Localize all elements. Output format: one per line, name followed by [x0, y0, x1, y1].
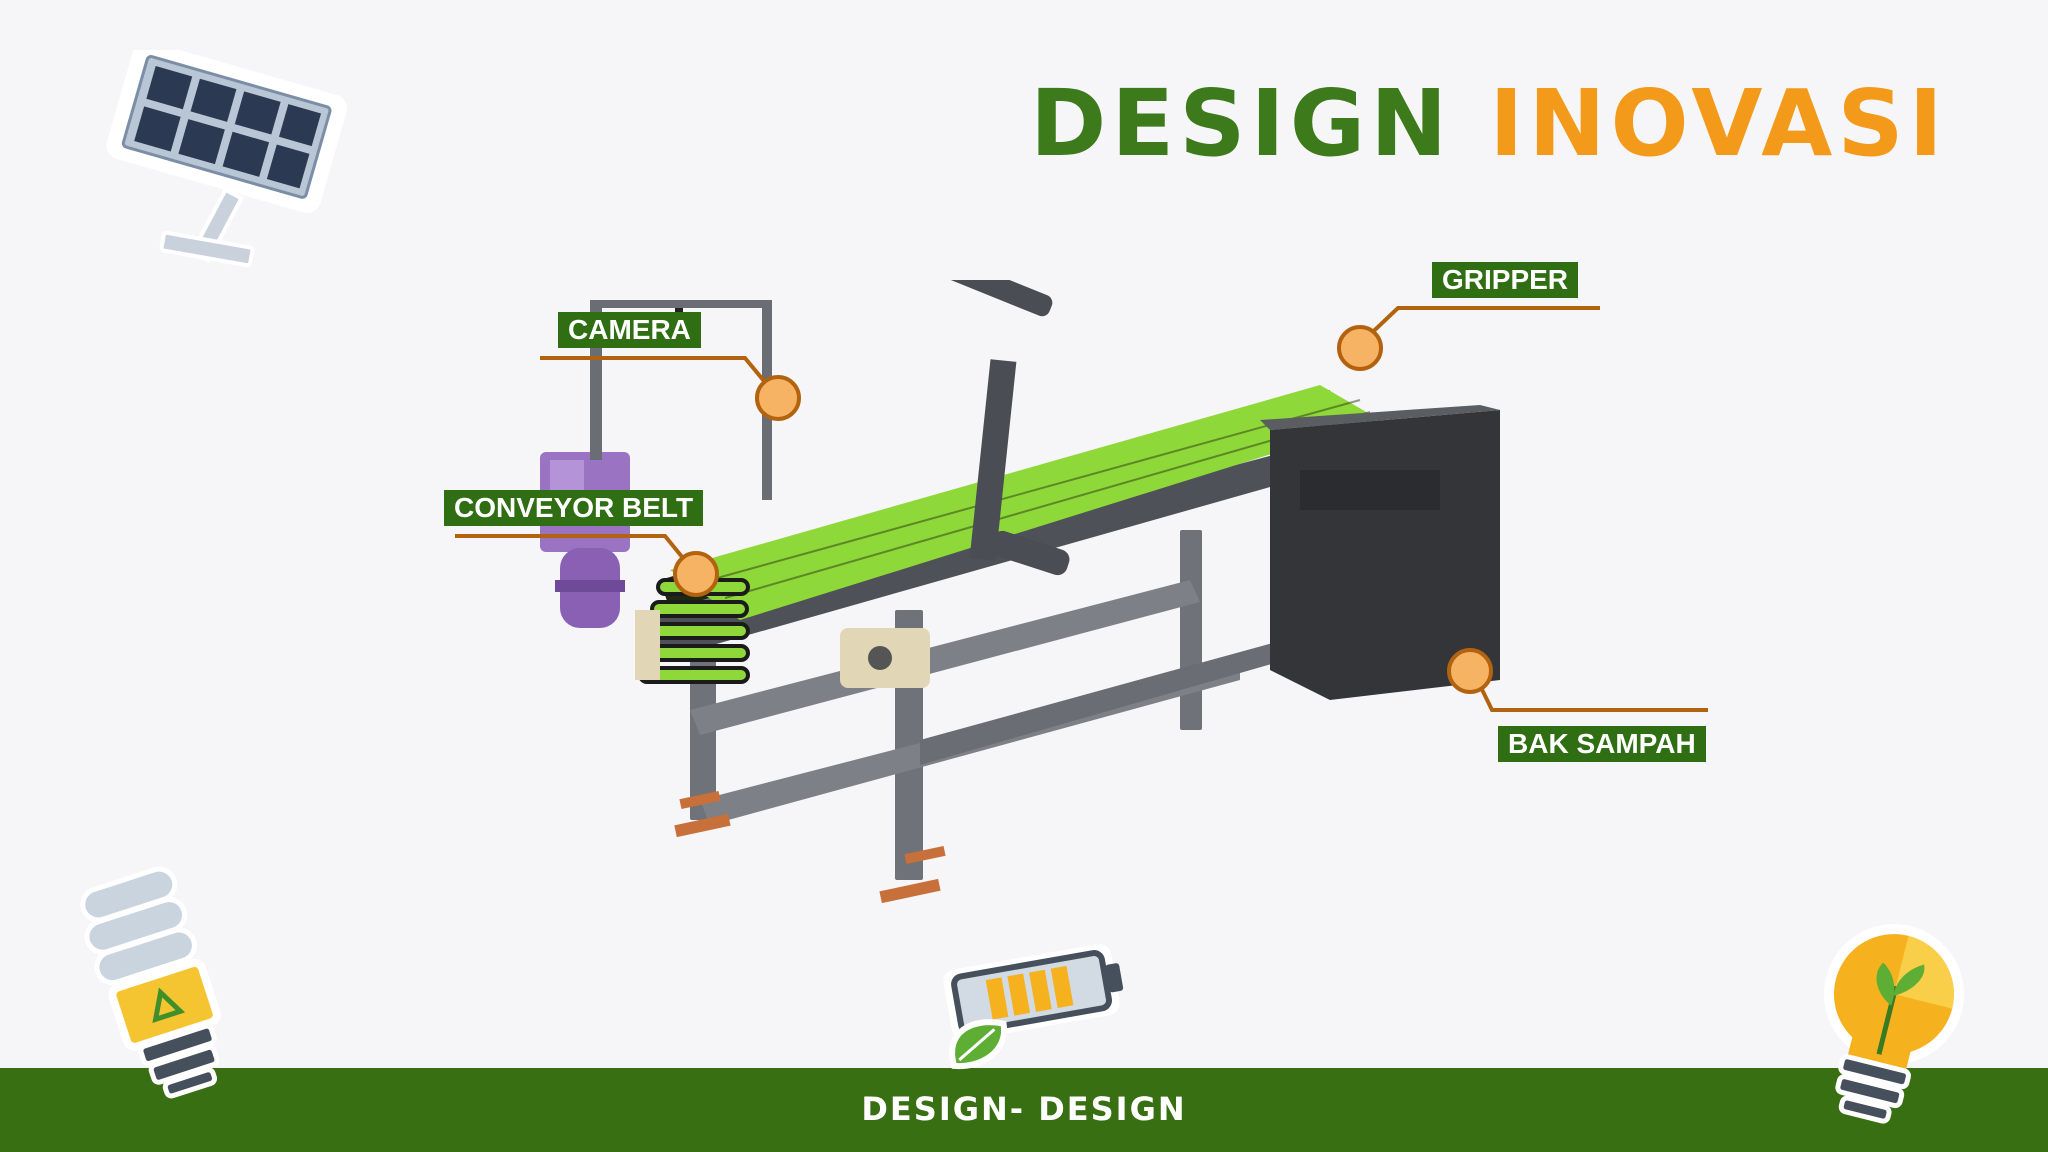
waste-bin: [1260, 405, 1500, 700]
eco-battery-icon: [943, 944, 1124, 1070]
camera-marker: [755, 375, 801, 421]
conveyor-machine-illustration: [540, 280, 1500, 904]
bak-sampah-marker: [1447, 648, 1493, 694]
label-camera: CAMERA: [558, 312, 701, 348]
page-title: DESIGN INOVASI: [1030, 78, 1948, 170]
conveyor-marker: [673, 551, 719, 597]
title-design: DESIGN: [1030, 70, 1453, 177]
label-gripper: GRIPPER: [1432, 262, 1579, 298]
label-conveyor-belt: CONVEYOR BELT: [444, 490, 704, 526]
footer-bar: DESIGN- DESIGN: [0, 1068, 2048, 1152]
title-inovasi: INOVASI: [1489, 70, 1948, 177]
footer-text: DESIGN- DESIGN: [861, 1090, 1187, 1128]
gripper-marker: [1337, 325, 1383, 371]
eco-bulb-icon: [80, 866, 221, 1099]
robot-arm: [937, 280, 1070, 576]
label-bak-sampah: BAK SAMPAH: [1498, 726, 1706, 762]
solar-panel-icon: [106, 50, 347, 268]
plant-bulb-icon: [1823, 924, 1964, 1124]
